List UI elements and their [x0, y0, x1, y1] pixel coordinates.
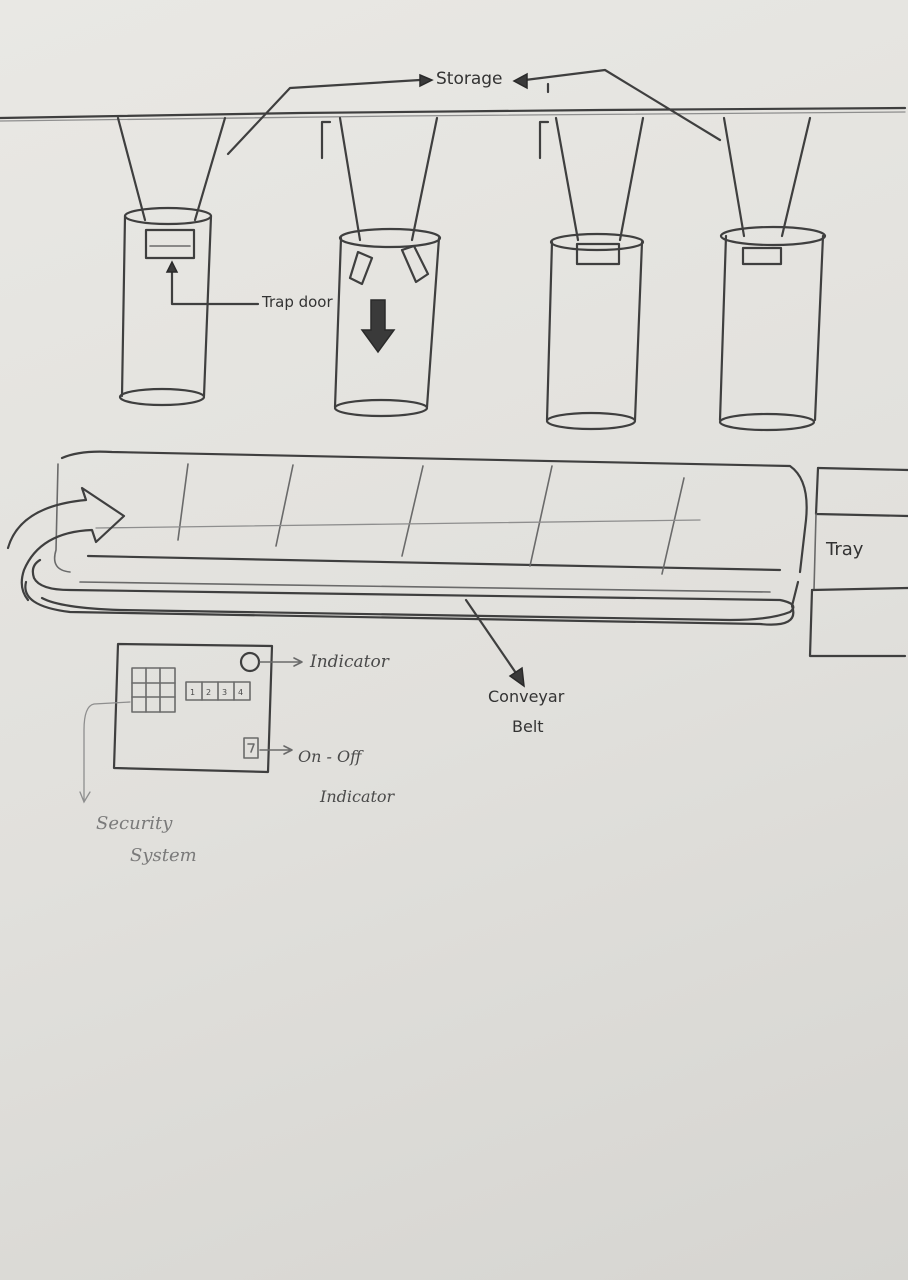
indicator-light-icon	[241, 653, 259, 671]
trap-door-closed-4	[743, 248, 781, 264]
trap-door-closed-3	[577, 244, 619, 264]
conveyor-label-line2: Belt	[512, 718, 544, 736]
security-label-line2: System	[130, 846, 197, 867]
trap-door-closed-1	[146, 230, 194, 258]
conveyor-belt	[8, 452, 807, 686]
indicator-label: Indicator	[310, 653, 389, 673]
tray-label: Tray	[826, 540, 863, 561]
security-label-line1: Security	[96, 814, 172, 835]
storage-arrowhead-left	[514, 74, 527, 88]
code-digit-2: 2	[206, 688, 211, 697]
on-off-switch-icon	[244, 738, 258, 758]
code-display: 1 2 3 4	[186, 682, 250, 700]
on-off-label-line2: Indicator	[320, 788, 394, 806]
on-off-label-line1: On - Off	[298, 748, 361, 766]
conveyor-label-line1: Conveyar	[488, 688, 564, 706]
code-digit-3: 3	[222, 688, 227, 697]
storage-unit-4	[720, 118, 825, 430]
code-digit-1: 1	[190, 688, 195, 697]
storage-pointer-4	[525, 70, 720, 140]
storage-unit-2	[335, 118, 440, 416]
trap-door-open-right	[402, 246, 428, 282]
drop-arrow-icon	[362, 300, 394, 352]
storage-pointer-2	[322, 122, 330, 158]
storage-pointer-3	[540, 122, 548, 158]
tray	[810, 468, 908, 656]
keypad-grid	[132, 668, 175, 712]
trap-door-open-left	[350, 252, 372, 284]
storage-unit-3	[547, 118, 643, 429]
trap-door-label: Trap door	[262, 294, 333, 311]
storage-arrowhead-right	[420, 75, 432, 86]
storage-unit-1	[118, 118, 258, 405]
code-digit-4: 4	[238, 688, 243, 697]
security-panel: 1 2 3 4	[80, 644, 302, 802]
storage-label: Storage	[436, 70, 503, 90]
